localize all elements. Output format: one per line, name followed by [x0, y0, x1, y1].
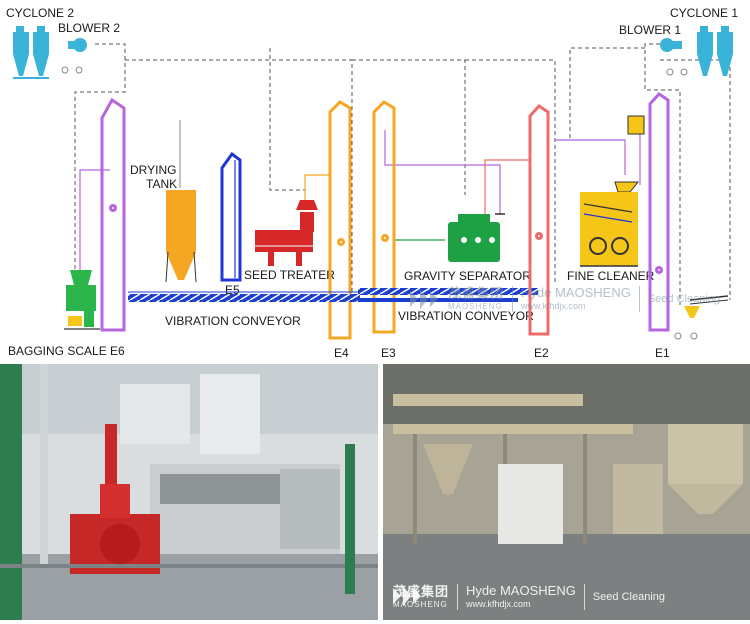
label-seed-treater: SEED TREATER	[244, 268, 335, 282]
cyclone-1	[697, 26, 733, 76]
blower-2	[61, 38, 87, 74]
label-cyclone-1: CYCLONE 1	[670, 6, 738, 20]
label-vibration-conveyor-right: VIBRATION CONVEYOR	[398, 309, 534, 323]
label-gravity-separator: GRAVITY SEPARATOR	[404, 269, 531, 283]
label-e1: E1	[655, 346, 670, 360]
elevator-e2	[528, 104, 550, 336]
watermark-divider	[457, 584, 459, 610]
label-e6: E6	[110, 344, 125, 358]
elevator-e5	[220, 151, 242, 282]
bagging-scale	[64, 270, 100, 330]
fine-cleaner	[580, 115, 645, 267]
watermark-cn-name: 茂盛集团	[448, 285, 505, 301]
label-cyclone-2: CYCLONE 2	[6, 6, 74, 20]
label-e2: E2	[534, 346, 549, 360]
watermark-url: www.kfhdjx.com	[466, 599, 531, 610]
label-vibration-conveyor-left: VIBRATION CONVEYOR	[165, 314, 301, 328]
label-drying-tank-1: DRYING	[130, 163, 176, 177]
label-e5: E5	[225, 283, 240, 297]
watermark-cn-sub: MAOSHENG	[393, 599, 448, 609]
diagram-watermark: 茂盛集团 MAOSHENG Hyde MAOSHENG www.kfhdjx.c…	[410, 285, 720, 312]
elevator-e4	[328, 100, 352, 340]
seed-treater	[250, 200, 320, 266]
watermark-en-name: Hyde MAOSHENG	[466, 583, 576, 599]
elevator-e3	[372, 100, 396, 334]
label-e4: E4	[334, 346, 349, 360]
watermark-tagline: Seed Cleaning	[592, 591, 665, 603]
feed-lines	[79, 120, 641, 278]
factory-photo-left	[0, 364, 378, 620]
label-blower-1: BLOWER 1	[619, 23, 681, 37]
watermark-divider	[638, 286, 640, 312]
watermark-en-name: Hyde MAOSHENG	[521, 285, 631, 301]
label-bagging-scale: BAGGING SCALE	[8, 344, 107, 358]
label-drying-tank-2: TANK	[146, 177, 177, 191]
factory-photo-red-machinery-icon	[0, 364, 378, 620]
label-blower-2: BLOWER 2	[58, 21, 120, 35]
photo-watermark: 茂盛集团 MAOSHENG Hyde MAOSHENG www.kfhdjx.c…	[393, 583, 665, 610]
label-fine-cleaner: FINE CLEANER	[567, 269, 655, 283]
blower-1	[660, 38, 688, 76]
watermark-divider	[583, 584, 585, 610]
cyclone-2	[13, 26, 49, 79]
watermark-cn-sub: MAOSHENG	[448, 301, 503, 311]
watermark-tagline: Seed Cleaning	[647, 293, 720, 305]
maosheng-logo-icon	[393, 586, 421, 606]
drying-tank	[165, 190, 197, 283]
label-e3: E3	[381, 346, 396, 360]
intake-hopper	[674, 295, 729, 340]
maosheng-logo-icon	[410, 289, 438, 309]
elevator-e6	[100, 97, 126, 332]
vibration-conveyor-left	[128, 291, 360, 302]
process-flow-diagram: CYCLONE 2 BLOWER 2 CYCLONE 1 BLOWER 1	[6, 6, 738, 360]
gravity-separator	[448, 213, 505, 262]
watermark-url: www.kfhdjx.com	[521, 301, 586, 312]
elevator-e1	[648, 92, 670, 332]
vibration-conveyor-right	[358, 288, 538, 302]
factory-photo-steel-plant-icon	[383, 364, 750, 620]
watermark-divider	[512, 286, 514, 312]
factory-photo-right: 茂盛集团 MAOSHENG Hyde MAOSHENG www.kfhdjx.c…	[383, 364, 750, 620]
